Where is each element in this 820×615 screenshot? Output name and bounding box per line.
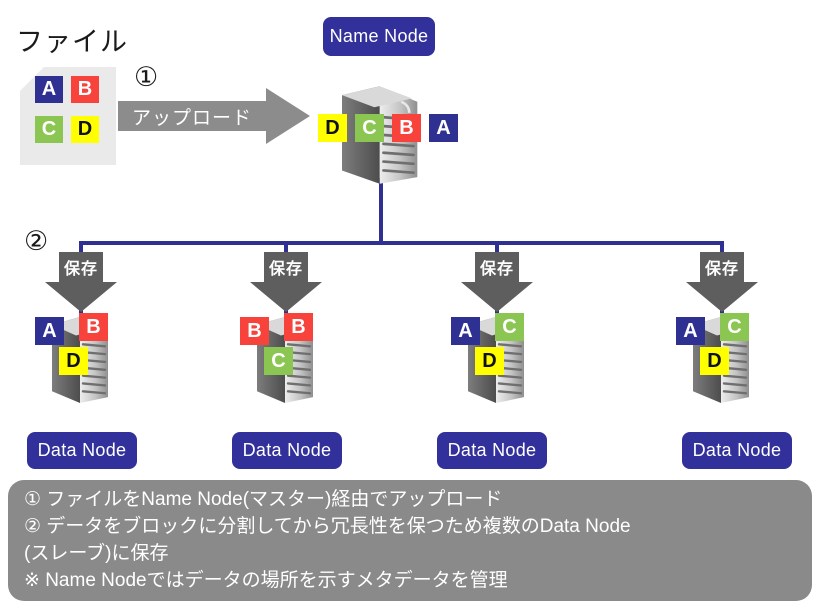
upload-label: アップロード bbox=[131, 107, 252, 129]
file-icon: A B C D bbox=[20, 67, 116, 165]
dn3-block-2: C bbox=[495, 313, 524, 341]
dn4-block-3: D bbox=[700, 347, 729, 375]
data-node-badge-1: Data Node bbox=[27, 432, 137, 469]
save-arrow-2: 保存 bbox=[250, 252, 322, 312]
data-node-badge-4: Data Node bbox=[682, 432, 792, 469]
save-arrow-4: 保存 bbox=[686, 252, 758, 312]
data-node-badge-3: Data Node bbox=[437, 432, 547, 469]
dn3-block-1: A bbox=[451, 317, 480, 345]
step-2-marker: ② bbox=[24, 226, 49, 256]
save-label-4: 保存 bbox=[704, 261, 739, 278]
connector-trunk bbox=[79, 241, 724, 245]
dn1-block-1: A bbox=[35, 317, 64, 345]
dn2-block-2: B bbox=[284, 313, 313, 341]
data-node-group-3: A C D bbox=[440, 310, 554, 410]
data-node-group-4: A C D bbox=[665, 310, 779, 410]
save-arrow-1: 保存 bbox=[45, 252, 117, 312]
dn2-block-3: C bbox=[264, 347, 293, 375]
step-1-marker: ① bbox=[134, 62, 159, 92]
note-line-1: ① ファイルをName Node(マスター)経由でアップロード bbox=[24, 489, 503, 510]
connector-main-drop bbox=[379, 178, 383, 242]
name-node-block-d: D bbox=[318, 114, 347, 142]
file-block-a: A bbox=[35, 76, 63, 103]
upload-arrow: アップロード bbox=[118, 88, 310, 144]
data-node-badge-2: Data Node bbox=[232, 432, 342, 469]
name-node-block-c: C bbox=[355, 114, 384, 142]
dn1-block-2: B bbox=[79, 313, 108, 341]
file-block-b: B bbox=[71, 76, 99, 103]
dn2-block-1: B bbox=[240, 317, 269, 345]
dn3-block-3: D bbox=[475, 347, 504, 375]
file-block-c: C bbox=[35, 116, 63, 143]
save-label-2: 保存 bbox=[268, 261, 303, 278]
dn4-block-2: C bbox=[720, 313, 749, 341]
save-label-1: 保存 bbox=[63, 261, 98, 278]
dn1-block-3: D bbox=[59, 347, 88, 375]
data-node-group-2: B B C bbox=[229, 310, 343, 410]
note-line-4: ※ Name Nodeではデータの場所を示すメタデータを管理 bbox=[24, 570, 508, 591]
file-block-d: D bbox=[71, 116, 99, 143]
name-node-blocks: D C B A bbox=[318, 114, 458, 142]
note-line-3: (スレーブ)に保存 bbox=[24, 543, 169, 564]
name-node-block-a: A bbox=[429, 114, 458, 142]
note-line-2: ② データをブロックに分割してから冗長性を保つため複数のData Node bbox=[24, 516, 631, 537]
name-node-badge: Name Node bbox=[323, 17, 435, 56]
upload-arrow-icon bbox=[118, 88, 310, 144]
save-arrow-3: 保存 bbox=[461, 252, 533, 312]
file-block-grid: A B C D bbox=[35, 76, 99, 143]
explanation-note-box: ① ファイルをName Node(マスター)経由でアップロード ② データをブロ… bbox=[8, 480, 812, 601]
save-label-3: 保存 bbox=[479, 261, 514, 278]
data-node-group-1: A B D bbox=[24, 310, 138, 410]
name-node-block-b: B bbox=[392, 114, 421, 142]
file-title: ファイル bbox=[16, 27, 128, 57]
dn4-block-1: A bbox=[676, 317, 705, 345]
